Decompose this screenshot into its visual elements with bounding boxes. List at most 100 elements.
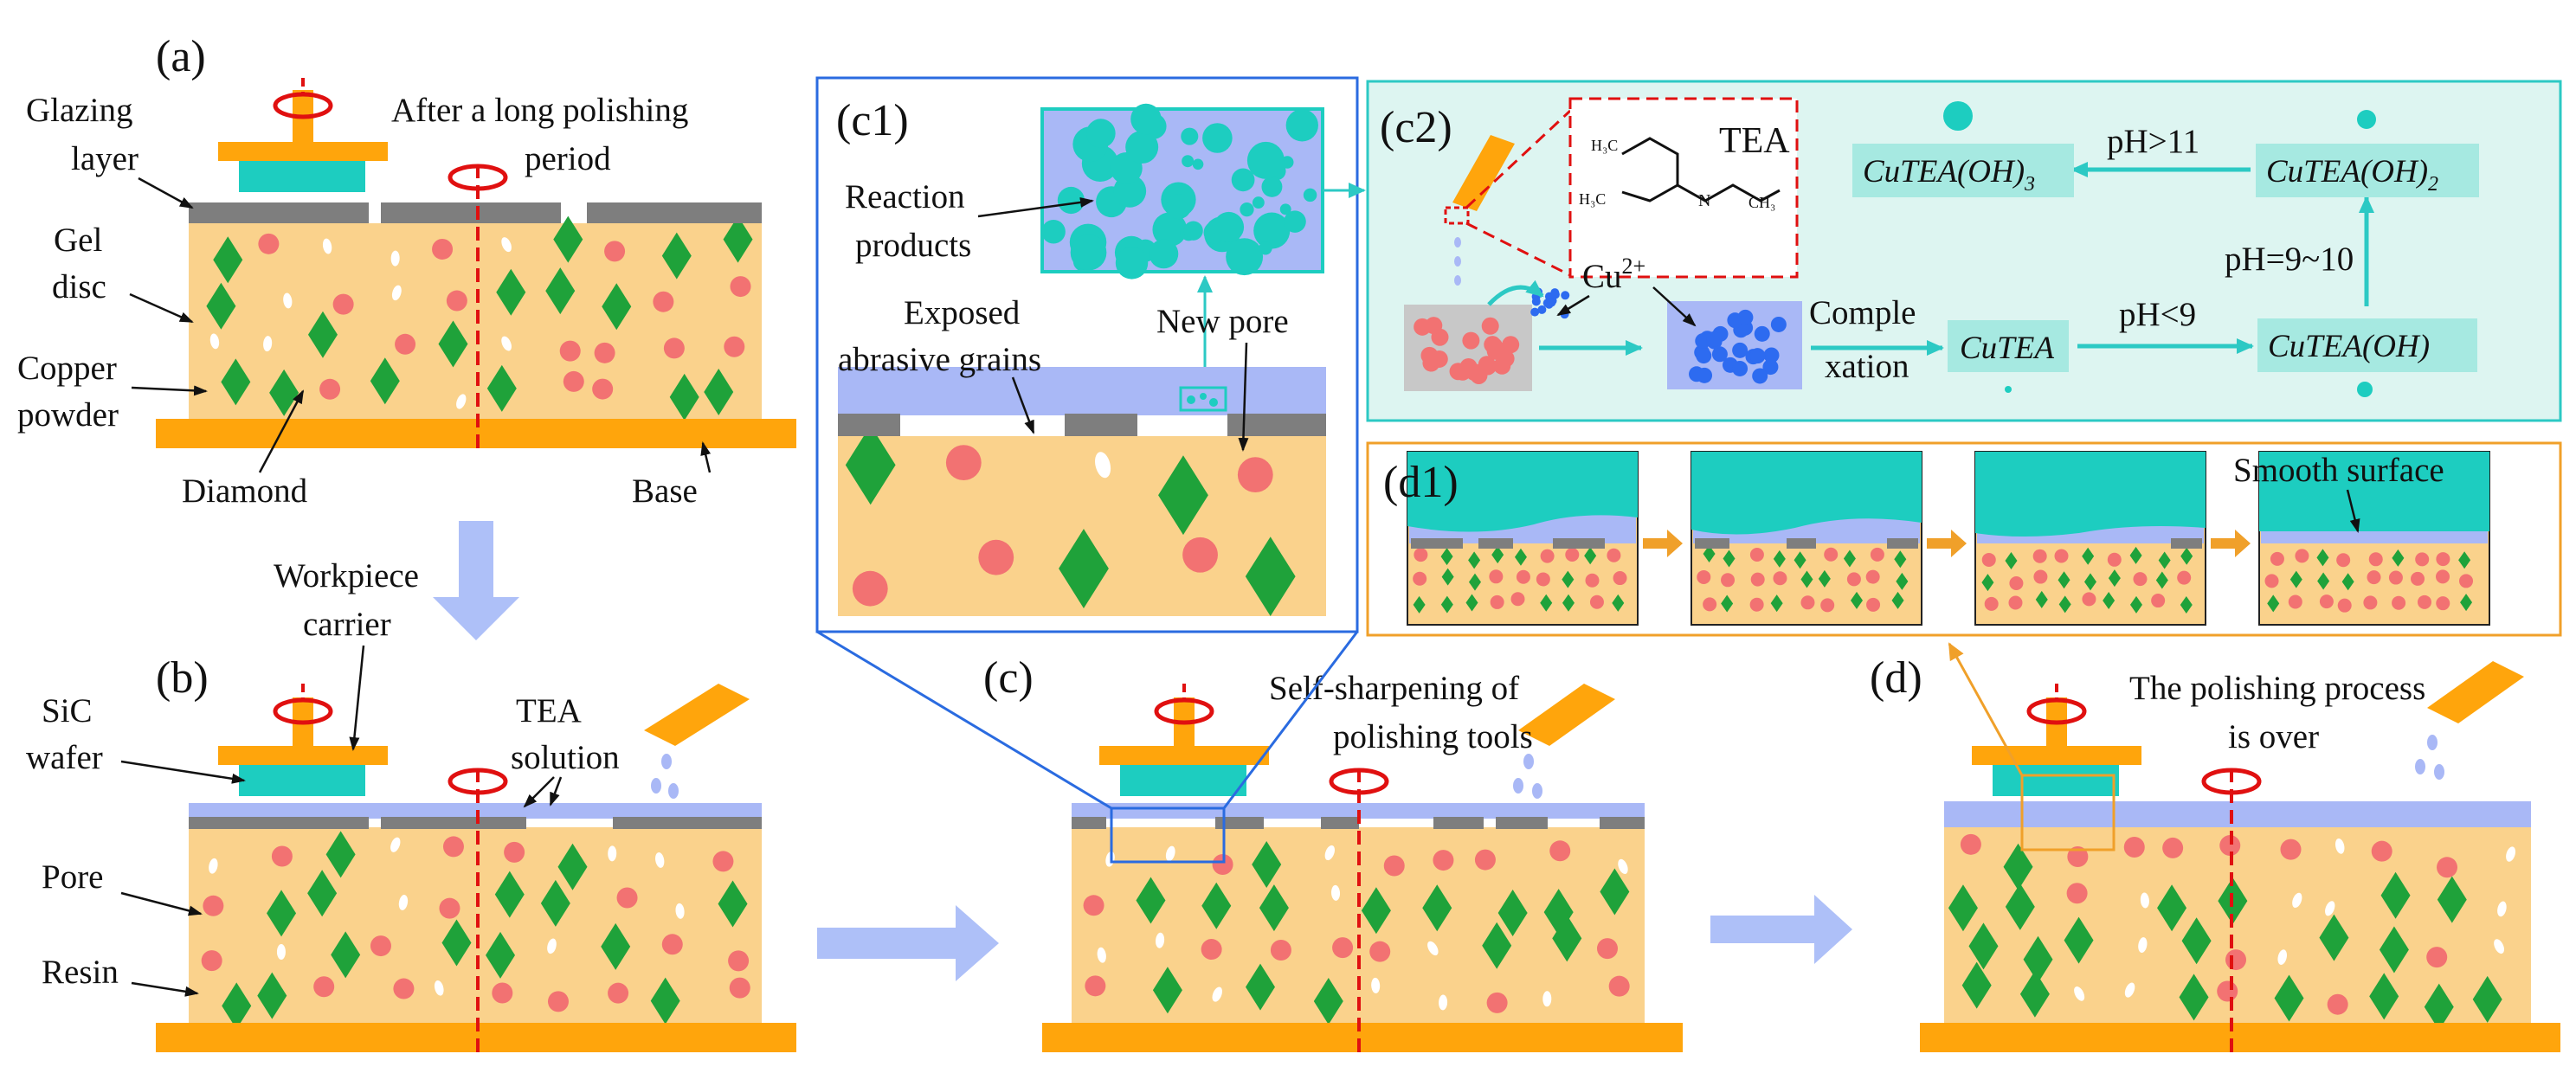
cu-ion-box [1667, 301, 1802, 389]
copper-particle [370, 935, 391, 957]
diamond-grain [2023, 935, 2053, 983]
diamond-grain [1612, 594, 1625, 612]
pore [2140, 892, 2149, 909]
copper-particle [1846, 572, 1861, 587]
particle [1462, 331, 1480, 350]
copper-particle [2436, 596, 2450, 611]
copper-particle [2368, 552, 2383, 567]
reaction-product-bubble [1261, 176, 1283, 197]
copper-particle [1800, 595, 1815, 610]
particle [1763, 347, 1780, 363]
diamond-grain [1723, 549, 1736, 568]
tea-solution-label-2: solution [511, 739, 620, 776]
particle [1696, 348, 1712, 364]
diamond-grain [2083, 573, 2096, 591]
pore [209, 858, 218, 874]
diamond-grain [486, 931, 516, 979]
pore [2124, 982, 2135, 998]
pore [1331, 884, 1341, 901]
self-sharpening-label: Self-sharpening of [1269, 670, 1519, 707]
diamond-grain [486, 364, 517, 412]
d1-glazing [1553, 538, 1605, 549]
diamond-grain [257, 972, 287, 1019]
panel-a-tag: (a) [156, 32, 206, 81]
cu-ion-pointer-2 [1652, 286, 1697, 327]
pore [1324, 845, 1335, 861]
diamond-grain [1540, 594, 1553, 612]
copper-particle [592, 378, 614, 400]
panel-c1-tag: (c1) [836, 96, 909, 145]
copper-pointer [131, 385, 208, 396]
pore [675, 903, 685, 919]
diamond-grain [1361, 887, 1391, 935]
reaction-product-bubble [1181, 127, 1199, 145]
copper-particle [729, 977, 750, 999]
cutea-box [1948, 320, 2069, 372]
diamond-grain [2129, 546, 2142, 564]
diamond-grain [2064, 916, 2094, 964]
diamond-grain [2341, 573, 2354, 591]
copper-particle [1490, 594, 1504, 609]
zoom-line-c1-left [816, 630, 1112, 810]
cutea-oh2-box [2256, 144, 2479, 197]
diamond-grain [206, 282, 236, 330]
cutea-oh-box [2257, 318, 2477, 372]
pore-label: Pore [42, 858, 104, 896]
diamond-grain [1245, 537, 1296, 617]
copper-particle [1820, 598, 1835, 613]
copper-particle [724, 336, 745, 357]
copper-particle [1865, 569, 1880, 584]
panel-b: (b) Workpiece carrier SiC wafer TEA solu… [26, 557, 796, 1056]
panel-c2: (c2) TEA H₃C H₃C CH₃ N Cu2+ Comple xatio… [1366, 80, 2562, 422]
diamond-grain [494, 871, 525, 918]
copper-particle [332, 293, 354, 315]
reaction-product-bubble [1041, 219, 1066, 244]
pore [263, 336, 273, 352]
pore [2277, 949, 2287, 965]
diamond-grain [2392, 549, 2405, 567]
pore [547, 938, 557, 954]
pore [1542, 991, 1552, 1007]
copper-particle [2363, 595, 2378, 610]
reaction-product-bubble [1192, 158, 1204, 170]
tea-molecule [1621, 137, 1781, 202]
copper-particle [2162, 837, 2184, 858]
cutea-dot [2005, 386, 2012, 393]
disc-d [1920, 768, 2560, 1056]
zoom-region-d1 [2020, 774, 2116, 851]
copper-particle [1182, 537, 1218, 573]
copper-particle [2270, 551, 2284, 566]
particle [1762, 359, 1779, 376]
resin-label: Resin [42, 954, 119, 991]
particle [1537, 305, 1547, 314]
disc-a [156, 164, 796, 452]
smooth-surface-label: Smooth surface [2233, 452, 2444, 489]
copper-particle [1984, 596, 1999, 611]
particle [1732, 360, 1748, 376]
reaction-pointer [977, 196, 1094, 218]
copper-particle [2327, 993, 2348, 1015]
pore [2292, 892, 2302, 909]
copper-particle [2336, 553, 2351, 568]
copper-particle [2009, 575, 2024, 590]
pore [501, 237, 512, 253]
copper-particle [1585, 573, 1600, 588]
diamond-grain [1201, 882, 1232, 929]
d1-arrow-2 [1927, 530, 1967, 557]
copper-particle [2054, 549, 2069, 563]
diamond-grain [602, 283, 632, 331]
diamond-grain [2003, 843, 2033, 890]
copper-particle [1212, 854, 1233, 876]
diamond-grain [438, 320, 468, 368]
pore [1165, 845, 1175, 862]
copper-particle [2392, 595, 2406, 610]
cu-ion-label: Cu2+ [1582, 254, 1645, 295]
diamond-grain [1441, 568, 1454, 586]
ch3-label: CH₃ [1748, 194, 1775, 211]
particle [1754, 325, 1770, 342]
copper-particle [1237, 457, 1273, 493]
diamond-grain [1981, 574, 1994, 592]
pore [2497, 901, 2507, 917]
tea-dropper-c [1513, 684, 1615, 799]
panel-c: (c) Self-sharpening of polishing tools [983, 653, 1683, 1056]
